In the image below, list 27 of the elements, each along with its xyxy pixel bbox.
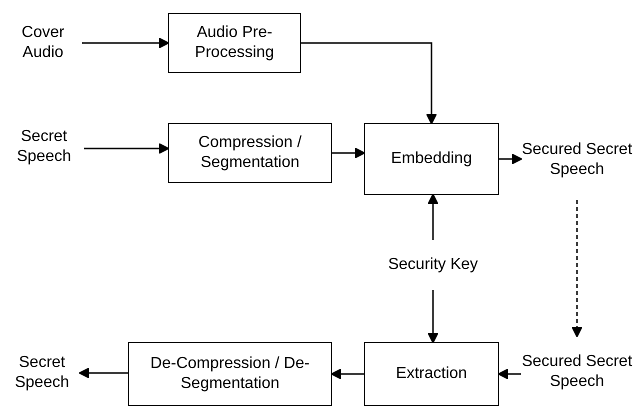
box-text: Audio Pre-Processing	[194, 23, 276, 63]
box-text: Compression / Segmentation	[197, 133, 303, 173]
arrow	[332, 148, 366, 158]
arrow	[330, 368, 364, 380]
arrow	[499, 154, 522, 164]
arrow	[428, 290, 438, 344]
process-box	[168, 13, 301, 73]
node-label: Cover Audio	[4, 18, 82, 68]
process-box	[364, 342, 499, 406]
node-label: Secured Secret Speech	[521, 336, 633, 408]
node-label: Secret Speech	[4, 348, 80, 398]
box-text: Extraction	[396, 364, 468, 384]
arrow	[498, 368, 521, 380]
arrow	[428, 194, 438, 240]
node-label: Secret Speech	[4, 120, 84, 174]
process-box	[168, 123, 332, 183]
arrow	[82, 38, 170, 48]
box-text: De-Compression / De-Segmentation	[149, 354, 311, 394]
arrow	[78, 368, 128, 378]
process-box	[128, 342, 332, 406]
process-box	[364, 123, 499, 195]
arrow	[572, 200, 582, 338]
node-label: Secured Secret Speech	[521, 120, 633, 200]
box-text: Embedding	[391, 149, 472, 169]
node-label: Security Key	[386, 240, 480, 290]
arrow	[301, 42, 437, 124]
arrow	[84, 143, 170, 154]
